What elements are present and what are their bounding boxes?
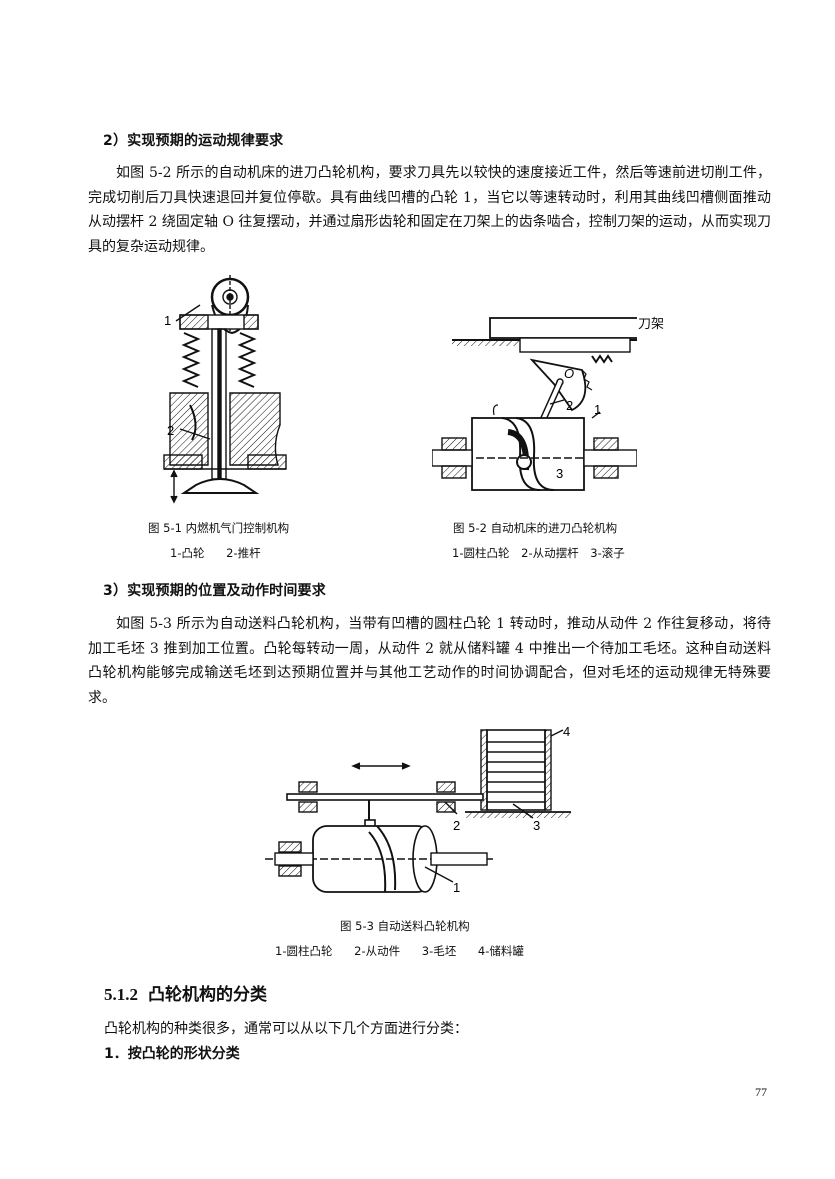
fig-5-2-legend-item: 3-滚子 <box>590 546 625 560</box>
fig-5-2-legend-item: 2-从动摆杆 <box>521 546 579 560</box>
section-title-5-1-2: 5.1.2 凸轮机构的分类 <box>104 980 267 1005</box>
subsection-heading-2: 2）实现预期的运动规律要求 <box>103 133 284 149</box>
page-number: 77 <box>755 1085 767 1099</box>
fig-5-2-label-2: 2 <box>566 398 573 413</box>
fig-5-2-legend: 1-圆柱凸轮 2-从动摆杆 3-滚子 <box>452 545 643 561</box>
fig-5-3-legend-item: 3-毛坯 <box>421 944 457 958</box>
section-title-text: 凸轮机构的分类 <box>148 985 267 1005</box>
section-number: 5.1.2 <box>104 985 138 1004</box>
fig-5-2-label-3: 3 <box>556 466 563 481</box>
fig-5-1-label-2: 2 <box>167 423 174 438</box>
fig-5-1-legend: 1-凸轮 2-推杆 <box>170 545 279 561</box>
fig-5-1-legend-item: 1-凸轮 <box>170 546 205 560</box>
fig-5-3-caption: 图 5-3 自动送料凸轮机构 <box>340 919 470 933</box>
fig-5-3-legend-item: 1-圆柱凸轮 <box>275 944 333 958</box>
fig-5-1-legend-item: 2-推杆 <box>226 546 261 560</box>
paragraph-feed-cam: 如图 5-2 所示的自动机床的进刀凸轮机构，要求刀具先以较快的速度接近工件，然后… <box>88 165 771 255</box>
fig-5-3-label-1: 1 <box>453 880 460 895</box>
classification-item-1: 1．按凸轮的形状分类 <box>104 1046 240 1062</box>
fig-5-3-legend-item: 4-储料罐 <box>477 944 524 958</box>
subsection-heading-3: 3）实现预期的位置及动作时间要求 <box>103 583 326 599</box>
fig-5-3-legend: 1-圆柱凸轮 2-从动件 3-毛坯 4-储料罐 <box>275 943 542 959</box>
fig-5-3-label-2: 2 <box>453 818 460 833</box>
figure-5-3-auto-feed-mechanism: 4 2 3 1 <box>265 724 571 895</box>
fig-5-2-label-1: 1 <box>594 402 601 417</box>
fig-5-2-label-o: O <box>564 366 574 381</box>
classification-intro: 凸轮机构的种类很多，通常可以从以下几个方面进行分类： <box>104 1021 468 1037</box>
fig-5-2-legend-item: 1-圆柱凸轮 <box>452 546 510 560</box>
fig-5-3-label-3: 3 <box>533 818 540 833</box>
figure-5-1-valve-mechanism: 1 2 <box>163 275 287 504</box>
fig-5-3-label-4: 4 <box>563 724 570 739</box>
figure-5-2-feed-cam-mechanism: O 2 1 3 <box>432 317 637 491</box>
fig-5-3-legend-item: 2-从动件 <box>354 944 401 958</box>
fig-5-2-label-tool-holder: 刀架 <box>638 317 665 332</box>
fig-5-1-caption: 图 5-1 内燃机气门控制机构 <box>148 521 290 535</box>
fig-5-2-caption: 图 5-2 自动机床的进刀凸轮机构 <box>453 521 618 535</box>
fig-5-1-label-1: 1 <box>164 313 171 328</box>
paragraph-auto-feed-cam: 如图 5-3 所示为自动送料凸轮机构，当带有凹槽的圆柱凸轮 1 转动时，推动从动… <box>88 616 771 706</box>
